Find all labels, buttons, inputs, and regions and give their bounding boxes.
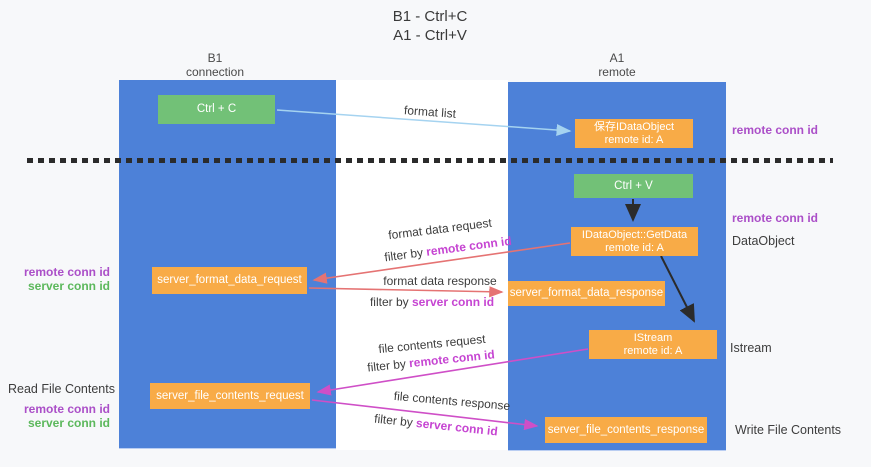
node-getdata: IDataObject::GetData remote id: A: [571, 227, 698, 256]
label-istream: Istream: [730, 341, 772, 355]
node-server-format-data-response: server_format_data_response: [508, 281, 665, 306]
node-server-format-data-request-label: server_format_data_request: [157, 274, 302, 286]
node-server-file-contents-request: server_file_contents_request: [150, 383, 310, 409]
left-server-conn-id-1: server conn id: [27, 279, 110, 293]
node-save-dataobject: 保存IDataObject remote id: A: [575, 119, 693, 148]
label-format-data-response: format data response: [383, 274, 497, 288]
node-save-dataobject-line1: 保存IDataObject: [593, 120, 675, 133]
phase-separator-dashed-line: [27, 158, 833, 163]
column-b1-role: connection: [185, 65, 245, 79]
node-server-format-data-response-label: server_format_data_response: [509, 287, 664, 299]
node-getdata-line2: remote id: A: [605, 241, 664, 254]
node-server-file-contents-response: server_file_contents_response: [545, 417, 707, 443]
node-server-format-data-request: server_format_data_request: [152, 267, 307, 294]
left-remote-conn-id-1: remote conn id: [23, 265, 110, 279]
column-b1-name: B1: [207, 51, 223, 65]
node-istream: IStream remote id: A: [589, 330, 717, 359]
left-server-conn-id-2: server conn id: [27, 416, 110, 430]
right-remote-conn-id-1: remote conn id: [732, 123, 819, 137]
server-conn-id-text: server conn id: [411, 295, 495, 309]
node-istream-line1: IStream: [633, 331, 673, 344]
label-filter-server-1: filter by server conn id: [370, 295, 494, 309]
label-read-file-contents: Read File Contents: [7, 382, 115, 396]
page-title-line1: B1 - Ctrl+C: [392, 8, 468, 25]
node-ctrl-v-label: Ctrl + V: [614, 179, 653, 192]
filter-by-text: filter by: [369, 295, 412, 309]
node-ctrl-c-label: Ctrl + C: [196, 103, 237, 115]
node-ctrl-c: Ctrl + C: [158, 95, 275, 124]
column-header-b1: B1 connection: [145, 51, 285, 79]
node-save-dataobject-line2: remote id: A: [604, 133, 664, 146]
page-title: B1 - Ctrl+C A1 - Ctrl+V: [350, 7, 510, 45]
page-title-line2: A1 - Ctrl+V: [393, 27, 467, 44]
node-istream-line2: remote id: A: [623, 344, 683, 357]
left-conn-id-pair-1: remote conn id server conn id: [0, 265, 110, 293]
node-server-file-contents-request-label: server_file_contents_request: [156, 389, 304, 402]
left-remote-conn-id-2: remote conn id: [23, 402, 110, 416]
node-getdata-line1: IDataObject::GetData: [581, 228, 688, 241]
label-dataobject: DataObject: [732, 234, 795, 248]
left-conn-id-pair-2: remote conn id server conn id: [0, 402, 110, 430]
column-a1-role: remote: [598, 65, 636, 79]
node-server-file-contents-response-label: server_file_contents_response: [547, 423, 705, 436]
node-ctrl-v: Ctrl + V: [574, 174, 693, 198]
label-write-file-contents: Write File Contents: [735, 423, 842, 437]
column-header-a1: A1 remote: [547, 51, 687, 79]
right-remote-conn-id-2: remote conn id: [732, 211, 819, 225]
column-a1-name: A1: [609, 51, 625, 65]
